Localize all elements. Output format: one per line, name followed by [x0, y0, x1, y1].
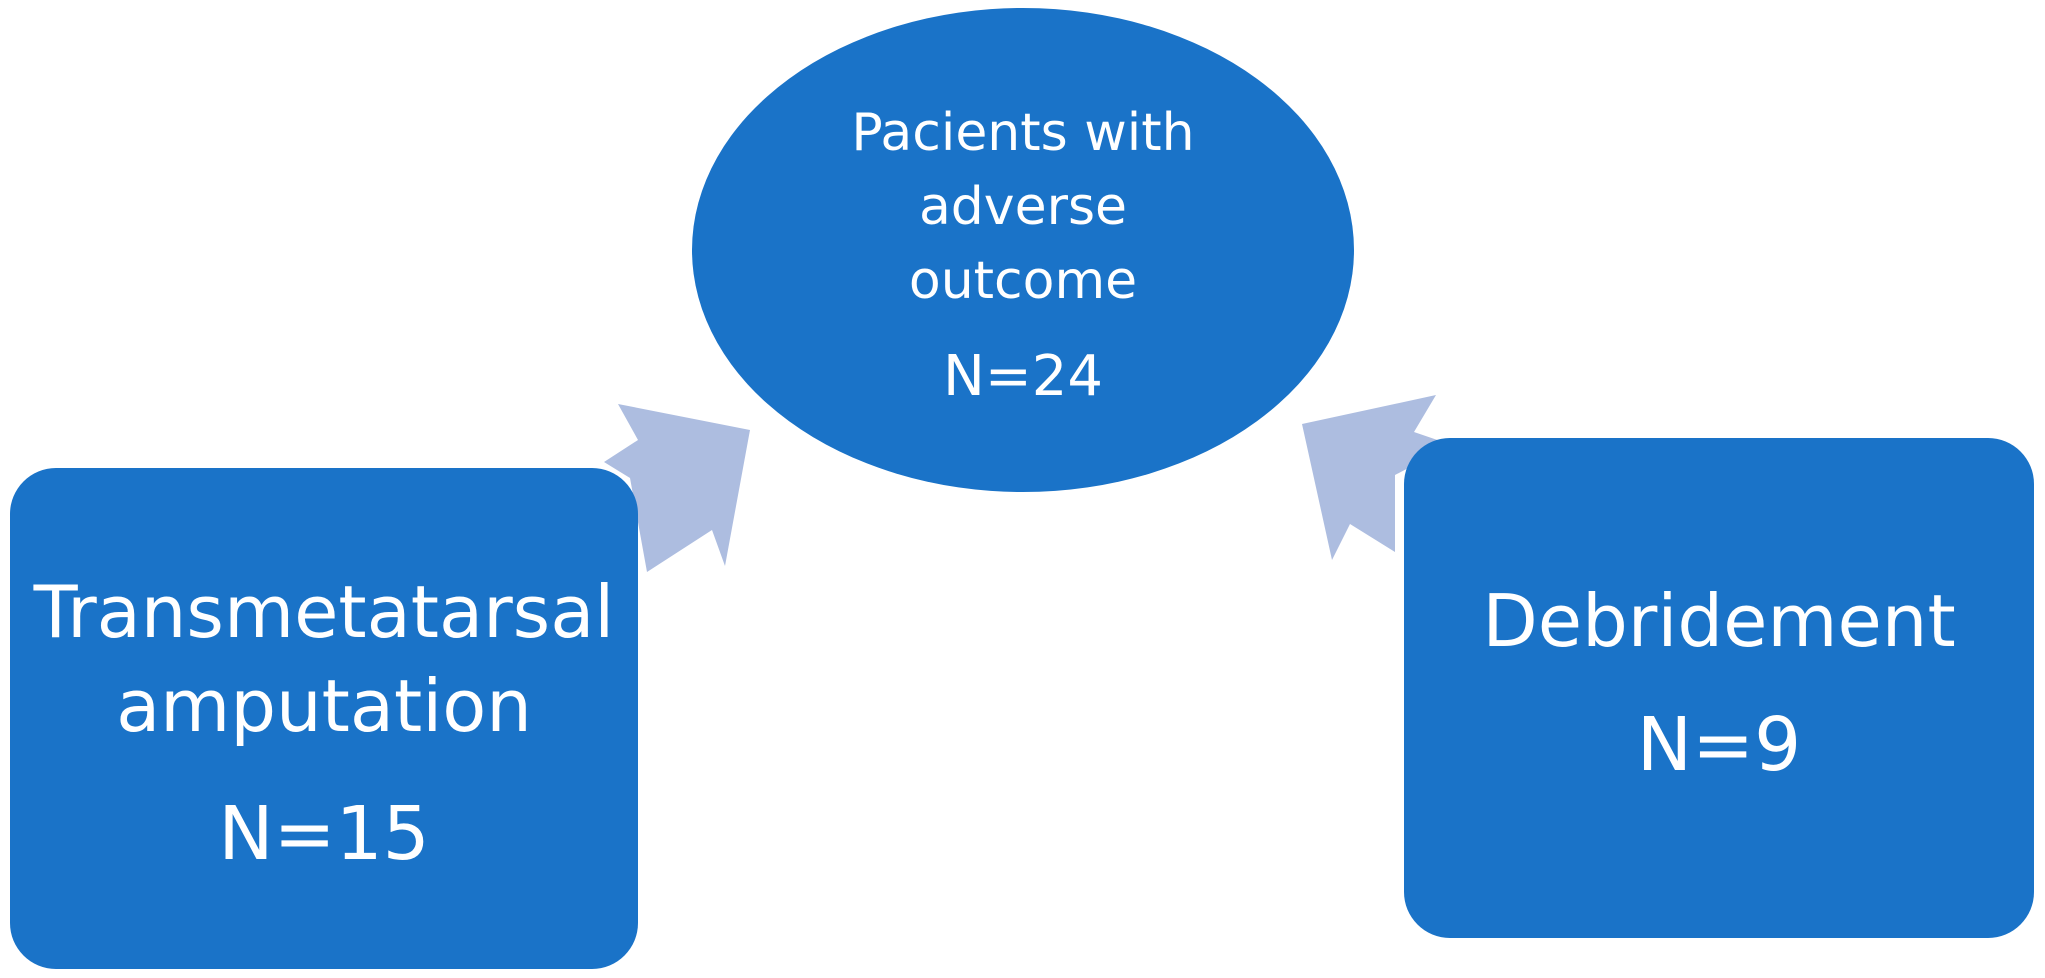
right-node-debridement: Debridement N=9 [1404, 438, 2034, 938]
left-node-transmetatarsal-amputation: Transmetatarsal amputation N=15 [10, 468, 638, 969]
left-node-count: N=15 [218, 790, 430, 877]
arrow-right-to-center [1302, 395, 1452, 560]
center-node-adverse-outcome: Pacients with adverse outcome N=24 [692, 8, 1354, 492]
right-node-title: Debridement [1482, 579, 1956, 663]
arrow-left-to-center [604, 404, 750, 572]
center-node-count: N=24 [942, 344, 1104, 409]
left-node-title: Transmetatarsal amputation [33, 569, 615, 748]
center-node-title: Pacients with adverse outcome [851, 103, 1195, 311]
right-node-count: N=9 [1636, 702, 1802, 788]
